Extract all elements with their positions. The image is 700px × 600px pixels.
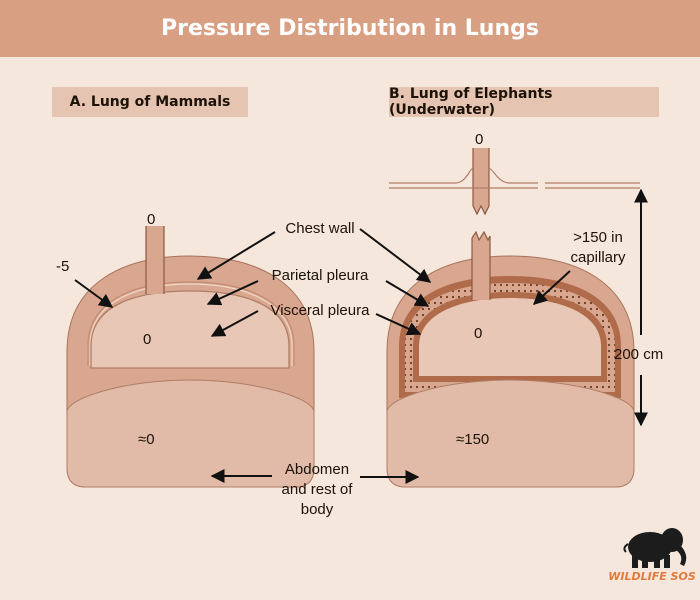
header-bar: Pressure Distribution in Lungs xyxy=(0,0,700,57)
pointer-arrows xyxy=(74,188,648,484)
arrow-parietal-right xyxy=(385,280,430,307)
visceral-pleura-label: Visceral pleura xyxy=(270,302,370,319)
elephant-abdomen-pressure: ≈150 xyxy=(456,431,490,448)
mammal-pleural-pressure: -5 xyxy=(56,258,70,275)
elephant-airway-pressure: 0 xyxy=(475,131,484,148)
water-surface xyxy=(389,167,640,189)
arrow-visceral-left xyxy=(210,310,259,337)
parietal-pleura-label: Parietal pleura xyxy=(271,267,369,284)
depth-label: 200 cm xyxy=(614,346,664,363)
mammal-lung-pressure: 0 xyxy=(143,331,152,348)
arrow-minus5 xyxy=(74,279,114,308)
mammal-abdomen-pressure: ≈0 xyxy=(138,431,155,448)
elephant-lung-pressure: 0 xyxy=(474,325,483,342)
arrow-capillary xyxy=(532,270,571,305)
arrow-visceral-right xyxy=(375,313,422,336)
arrow-parietal-left xyxy=(206,280,259,306)
capillary-pressure-label: >150 in capillary xyxy=(570,229,626,266)
chest-wall-label: Chest wall xyxy=(285,220,355,237)
panel-label-mammals: A. Lung of Mammals xyxy=(52,87,248,117)
arrow-chestwall-left xyxy=(196,231,276,280)
logo-text: WILDLIFE SOS xyxy=(608,570,696,583)
arrow-chestwall-right xyxy=(359,228,432,283)
elephant-logo xyxy=(623,528,687,568)
abdomen-label: Abdomen and rest of body xyxy=(281,461,353,518)
elephant-torso xyxy=(386,148,635,488)
mammal-airway-pressure: 0 xyxy=(147,211,156,228)
panel-label-elephants: B. Lung of Elephants (Underwater) xyxy=(389,86,659,118)
page-title: Pressure Distribution in Lungs xyxy=(161,16,539,41)
